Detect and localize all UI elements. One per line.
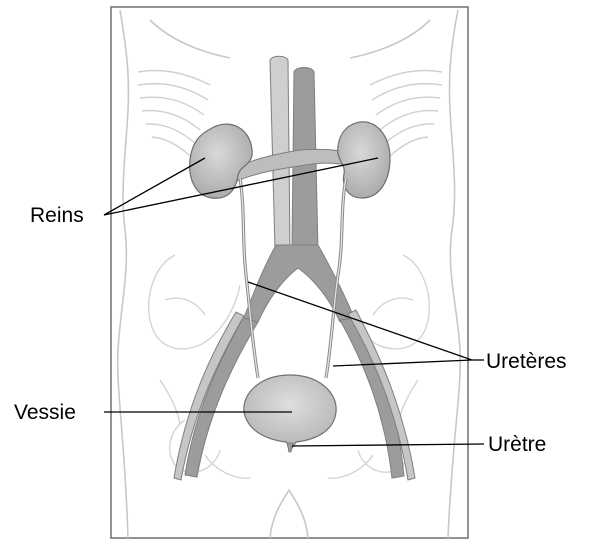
label-bladder: Vessie [14, 402, 76, 423]
leader-kidneys-left [104, 158, 205, 215]
urethra [287, 443, 293, 452]
leader-ureters-right [333, 360, 472, 366]
label-ureters: Uretères [486, 351, 567, 372]
rib-cage [138, 71, 442, 156]
label-kidneys: Reins [30, 205, 84, 226]
label-urethra: Urètre [488, 434, 546, 455]
